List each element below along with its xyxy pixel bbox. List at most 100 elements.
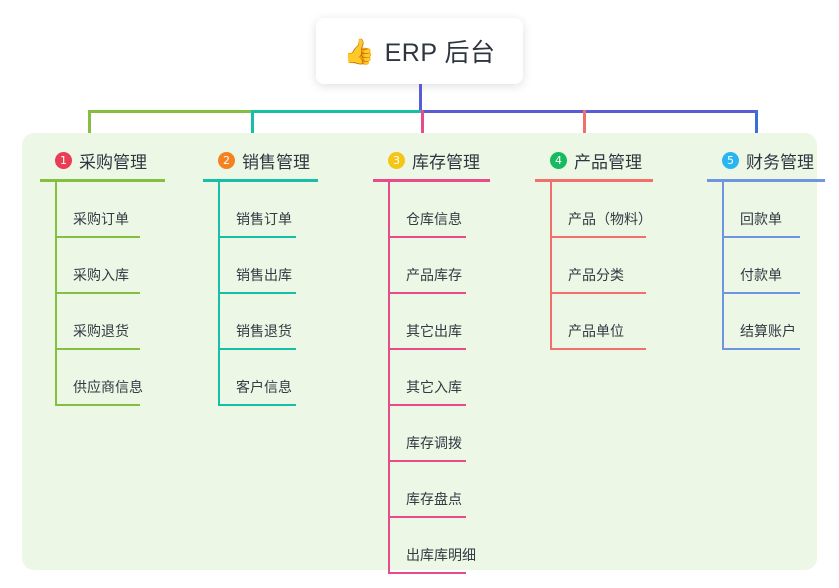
list-item[interactable]: 其它入库 [373, 350, 541, 406]
item-underline [388, 516, 466, 518]
column-3: 3 库存管理仓库信息产品库存其它出库其它入库库存调拨库存盘点出库库明细 [373, 145, 541, 574]
item-underline [55, 292, 140, 294]
item-label: 其它出库 [406, 323, 462, 339]
column-title-2: 销售管理 [242, 152, 310, 172]
item-spine [55, 294, 57, 350]
item-spine [55, 350, 57, 406]
column-header-3[interactable]: 3 库存管理 [373, 145, 541, 175]
list-item[interactable]: 采购订单 [40, 182, 200, 238]
item-underline [388, 572, 466, 574]
item-label: 结算账户 [740, 323, 796, 339]
column-title-3: 库存管理 [412, 152, 480, 172]
item-underline [55, 404, 140, 406]
item-spine [388, 182, 390, 238]
item-underline [218, 348, 296, 350]
list-item[interactable]: 销售出库 [203, 238, 371, 294]
item-label: 其它入库 [406, 379, 462, 395]
item-label: 产品库存 [406, 267, 462, 283]
column-badge-3: 3 [388, 151, 405, 169]
item-label: 仓库信息 [406, 211, 462, 227]
column-rule-3 [373, 179, 490, 182]
item-underline [722, 236, 800, 238]
item-label: 出库库明细 [406, 547, 476, 563]
item-spine [218, 238, 220, 294]
item-spine [550, 238, 552, 294]
item-spine [388, 518, 390, 574]
item-label: 采购订单 [73, 211, 129, 227]
list-item[interactable]: 产品库存 [373, 238, 541, 294]
item-label: 销售出库 [236, 267, 292, 283]
column-rule-2 [203, 179, 318, 182]
list-item[interactable]: 销售订单 [203, 182, 371, 238]
item-label: 库存盘点 [406, 491, 462, 507]
column-items-1: 采购订单采购入库采购退货供应商信息 [40, 182, 200, 406]
item-underline [722, 292, 800, 294]
list-item[interactable]: 付款单 [707, 238, 839, 294]
item-label: 产品单位 [568, 323, 624, 339]
list-item[interactable]: 客户信息 [203, 350, 371, 406]
item-underline [55, 348, 140, 350]
list-item[interactable]: 采购入库 [40, 238, 200, 294]
item-underline [388, 460, 466, 462]
item-label: 产品（物料） [568, 211, 652, 227]
item-label: 客户信息 [236, 379, 292, 395]
item-underline [218, 292, 296, 294]
root-node-title: ERP 后台 [384, 39, 496, 67]
column-header-2[interactable]: 2 销售管理 [203, 145, 371, 175]
item-spine [218, 294, 220, 350]
list-item[interactable]: 仓库信息 [373, 182, 541, 238]
list-item[interactable]: 库存调拨 [373, 406, 541, 462]
column-title-1: 采购管理 [79, 152, 147, 172]
item-label: 产品分类 [568, 267, 624, 283]
item-spine [218, 350, 220, 406]
item-spine [722, 238, 724, 294]
list-item[interactable]: 库存盘点 [373, 462, 541, 518]
root-node-card[interactable]: 👍 ERP 后台 [316, 18, 523, 84]
root-stem-line [419, 84, 422, 113]
item-label: 库存调拨 [406, 435, 462, 451]
item-underline [388, 348, 466, 350]
item-spine [722, 294, 724, 350]
column-badge-4: 4 [550, 151, 567, 169]
item-spine [550, 182, 552, 238]
list-item[interactable]: 采购退货 [40, 294, 200, 350]
item-underline [388, 404, 466, 406]
list-item[interactable]: 其它出库 [373, 294, 541, 350]
column-4: 4 产品管理产品（物料） 产品分类产品单位 [535, 145, 703, 350]
item-underline [550, 348, 646, 350]
item-spine [388, 406, 390, 462]
item-spine [55, 182, 57, 238]
item-label: 销售订单 [236, 211, 292, 227]
list-item[interactable]: 产品（物料） [535, 182, 703, 238]
column-badge-2: 2 [218, 151, 235, 169]
item-label: 采购退货 [73, 323, 129, 339]
list-item[interactable]: 结算账户 [707, 294, 839, 350]
item-underline [388, 236, 466, 238]
item-label: 供应商信息 [73, 379, 143, 395]
list-item[interactable]: 回款单 [707, 182, 839, 238]
column-items-4: 产品（物料） 产品分类产品单位 [535, 182, 703, 350]
column-header-4[interactable]: 4 产品管理 [535, 145, 703, 175]
item-underline [722, 348, 800, 350]
item-spine [722, 182, 724, 238]
list-item[interactable]: 产品分类 [535, 238, 703, 294]
list-item[interactable]: 供应商信息 [40, 350, 200, 406]
item-spine [388, 462, 390, 518]
item-spine [388, 294, 390, 350]
item-underline [388, 292, 466, 294]
list-item[interactable]: 产品单位 [535, 294, 703, 350]
item-label: 销售退货 [236, 323, 292, 339]
item-spine [388, 350, 390, 406]
list-item[interactable]: 出库库明细 [373, 518, 541, 574]
item-underline [550, 292, 646, 294]
bus-segment-green [88, 110, 253, 113]
column-title-4: 产品管理 [574, 152, 642, 172]
column-items-2: 销售订单销售出库销售退货客户信息 [203, 182, 371, 406]
list-item[interactable]: 销售退货 [203, 294, 371, 350]
item-label: 采购入库 [73, 267, 129, 283]
